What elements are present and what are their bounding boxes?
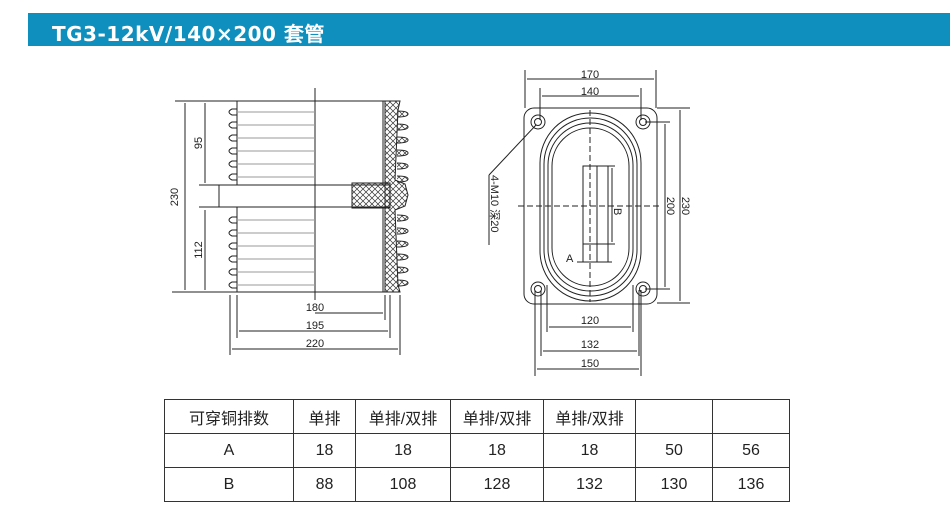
side-view: 230 95 112 180 195 220 — [169, 88, 409, 355]
shed-fin — [228, 121, 237, 129]
cell: 130 — [635, 467, 713, 502]
shed-fin — [228, 173, 237, 181]
busbar-table: 可穿铜排数 单排 单排/双排 单排/双排 单排/双排 A 18 18 18 18… — [164, 399, 790, 502]
table-row: B 88 108 128 132 130 136 — [164, 467, 790, 502]
shed-fin-section — [396, 227, 409, 235]
dim-170: 170 — [581, 69, 599, 81]
shed-fin — [228, 147, 237, 155]
row-label: B — [164, 467, 294, 502]
shed-fin — [228, 216, 237, 224]
label-a: A — [566, 253, 574, 265]
shed-fin — [228, 255, 237, 263]
header-cell — [635, 399, 713, 434]
shed-fin-section — [396, 110, 409, 118]
cell: 56 — [712, 433, 790, 468]
mounting-hole — [530, 114, 546, 130]
dim-230-side: 230 — [169, 188, 181, 206]
shed-fin-section — [396, 149, 409, 157]
shed-fin-section — [396, 279, 409, 287]
shed-fin-section — [396, 266, 409, 274]
header-cell: 可穿铜排数 — [164, 399, 294, 434]
shed-fin — [228, 281, 237, 289]
shed-fin — [228, 229, 237, 237]
cell: 136 — [712, 467, 790, 502]
top-view: B A 4-M10 深20 170 140 200 230 120 132 15… — [488, 69, 691, 376]
cell: 18 — [543, 433, 636, 468]
dim-200: 200 — [664, 197, 676, 215]
shed-fin — [228, 108, 237, 116]
mounting-hole — [530, 281, 546, 297]
cell: 18 — [450, 433, 544, 468]
dim-230-top: 230 — [679, 197, 691, 215]
shed-fin-section — [396, 175, 409, 183]
shed-fin — [228, 134, 237, 142]
shed-fin — [228, 160, 237, 168]
cell: 132 — [543, 467, 636, 502]
title-banner: TG3-12kV/140×200 套管 — [28, 13, 950, 46]
cell: 88 — [293, 467, 356, 502]
cell: 50 — [635, 433, 713, 468]
label-b: B — [611, 208, 623, 215]
table-header-row: 可穿铜排数 单排 单排/双排 单排/双排 单排/双排 — [164, 399, 790, 434]
cell: 128 — [450, 467, 544, 502]
dim-132: 132 — [581, 339, 599, 351]
dim-180: 180 — [306, 302, 324, 314]
cell: 18 — [293, 433, 356, 468]
shed-fin-section — [396, 253, 409, 261]
shed-fin-section — [396, 136, 409, 144]
row-label: A — [164, 433, 294, 468]
shed-fin-section — [396, 240, 409, 248]
header-cell: 单排/双排 — [355, 399, 451, 434]
cell: 108 — [355, 467, 451, 502]
dim-120: 120 — [581, 315, 599, 327]
shed-fin — [228, 268, 237, 276]
table-row: A 18 18 18 18 50 56 — [164, 433, 790, 468]
dim-140: 140 — [581, 86, 599, 98]
mounting-hole-inner — [534, 118, 542, 126]
dim-220: 220 — [306, 338, 324, 350]
dim-195: 195 — [306, 320, 324, 332]
header-cell: 单排/双排 — [450, 399, 544, 434]
header-cell — [712, 399, 790, 434]
cell: 18 — [355, 433, 451, 468]
shed-fin — [228, 242, 237, 250]
shed-fin-section — [396, 123, 409, 131]
shed-fin-section — [396, 214, 409, 222]
page-title: TG3-12kV/140×200 套管 — [52, 22, 325, 46]
header-cell: 单排/双排 — [543, 399, 636, 434]
hole-label: 4-M10 深20 — [488, 175, 501, 232]
dim-150: 150 — [581, 358, 599, 370]
mounting-hole-inner — [534, 285, 542, 293]
dim-95: 95 — [193, 137, 205, 149]
shed-fin-section — [396, 162, 409, 170]
header-cell: 单排 — [293, 399, 356, 434]
dim-112: 112 — [193, 241, 205, 259]
